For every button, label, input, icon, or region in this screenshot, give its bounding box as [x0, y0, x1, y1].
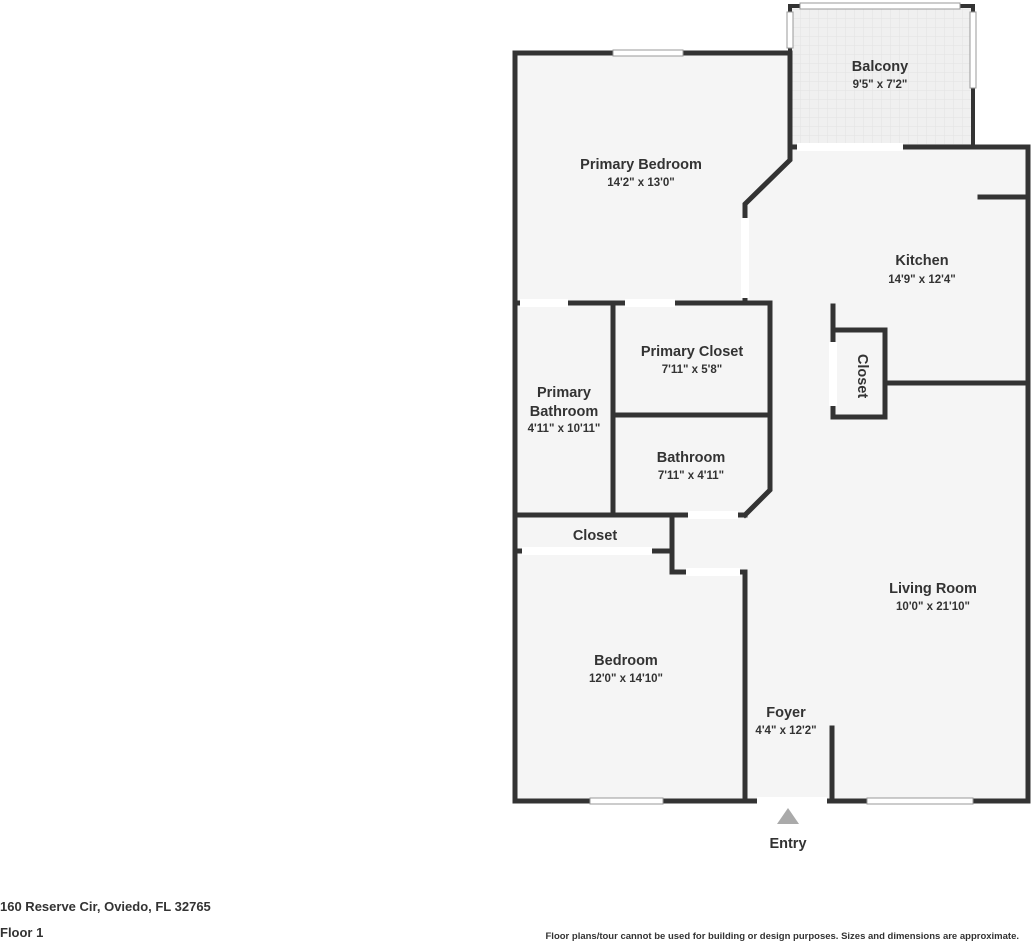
primary-closet-name: Primary Closet	[641, 344, 744, 360]
primary-bathroom-dims: 4'11" x 10'11"	[528, 423, 601, 435]
window-balcony-top	[799, 2, 961, 10]
wall-closet-right	[741, 300, 773, 519]
living-room-dims: 10'0" x 21'10"	[896, 601, 970, 613]
window-bedroom	[589, 797, 664, 805]
primary-bedroom-name: Primary Bedroom	[580, 157, 702, 173]
opening-bedroom-door	[741, 218, 749, 298]
opening-pcloset-door	[625, 299, 675, 307]
primary-bedroom-dims: 14'2" x 13'0"	[607, 177, 675, 189]
closet-kitchen-name: Closet	[854, 354, 870, 398]
balcony-name: Balcony	[852, 59, 908, 75]
opening-closet-door	[522, 547, 652, 555]
window-balcony-right	[969, 11, 977, 89]
kitchen-name: Kitchen	[895, 253, 948, 269]
primary-closet-dims: 7'11" x 5'8"	[662, 364, 723, 376]
opening-bedroom2-door	[686, 568, 740, 576]
primary-bathroom-name-line2: Bathroom	[530, 404, 598, 420]
opening-pbath-door	[520, 299, 568, 307]
kitchen-dims: 14'9" x 12'4"	[888, 274, 956, 286]
foyer-name: Foyer	[766, 705, 806, 721]
room-labels: Balcony 9'5" x 7'2" Primary Bedroom 14'2…	[528, 59, 977, 852]
floor-label: Floor 1	[0, 925, 44, 940]
bedroom-name: Bedroom	[594, 653, 658, 669]
window-living	[866, 797, 974, 805]
opening-bath-door	[688, 511, 738, 519]
bathroom-name: Bathroom	[657, 450, 725, 466]
closet-small-name: Closet	[573, 528, 617, 544]
balcony-floor	[790, 6, 973, 147]
bedroom-dims: 12'0" x 14'10"	[589, 673, 663, 685]
address-text: 160 Reserve Cir, Oviedo, FL 32765	[0, 899, 211, 914]
foyer-dims: 4'4" x 12'2"	[755, 725, 816, 737]
windows	[520, 2, 977, 805]
entry-arrow-icon	[777, 808, 799, 824]
primary-bathroom-name-line1: Primary	[537, 385, 591, 401]
opening-balcony	[797, 143, 903, 151]
entry-label: Entry	[769, 836, 806, 852]
window-balcony-left	[786, 11, 794, 49]
living-room-name: Living Room	[889, 581, 977, 597]
opening-entry	[757, 797, 827, 805]
bathroom-dims: 7'11" x 4'11"	[658, 470, 724, 482]
opening-kcloset-door	[829, 342, 837, 406]
balcony-dims: 9'5" x 7'2"	[853, 79, 908, 91]
window-primary-bedroom	[612, 49, 684, 57]
disclaimer-text: Floor plans/tour cannot be used for buil…	[545, 931, 1020, 942]
